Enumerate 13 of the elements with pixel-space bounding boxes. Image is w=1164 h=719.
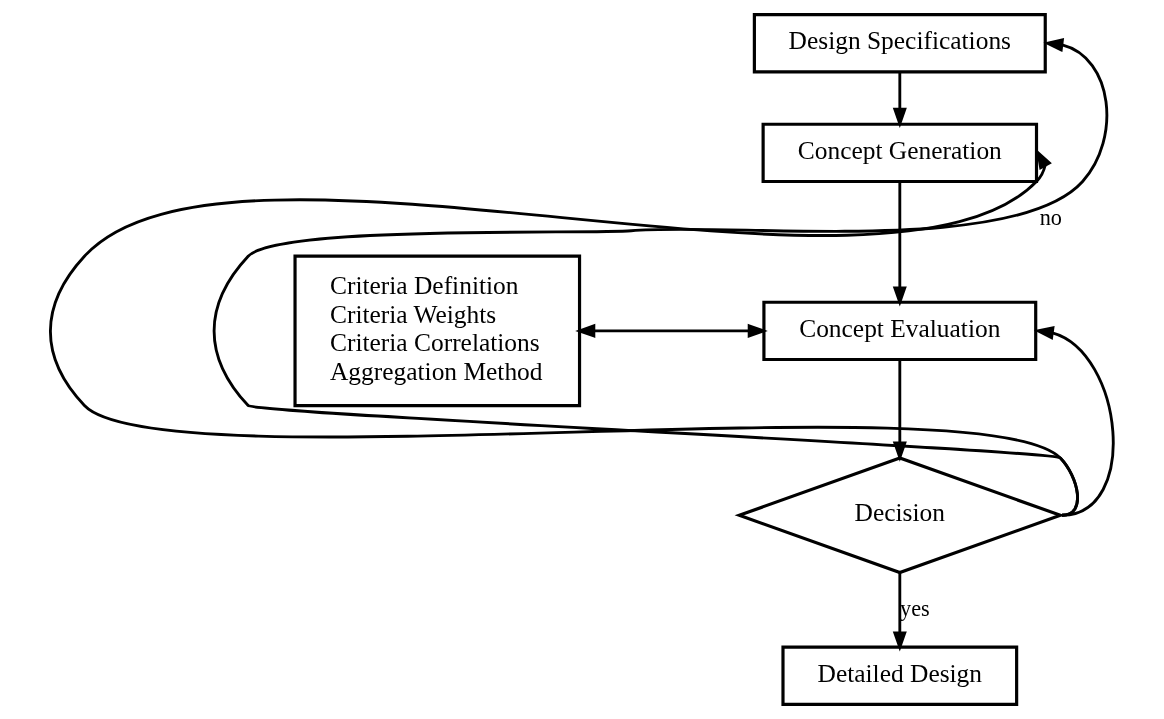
arrow — [575, 323, 768, 338]
arrow — [892, 181, 907, 307]
node-box: Criteria Definition Criteria Weights Criteria Correlations Aggregation Method — [293, 254, 582, 408]
arrow — [49, 149, 1079, 517]
node-box: Concept Generation — [761, 122, 1039, 184]
node-box: Detailed Design — [781, 645, 1019, 706]
node-box: Concept Evaluation — [762, 300, 1038, 362]
arrow — [892, 72, 907, 128]
arrow — [1033, 326, 1115, 517]
edge-label: no — [1039, 204, 1062, 230]
node-box: Design Specifications — [752, 13, 1047, 74]
arrow — [892, 572, 907, 652]
edge-label: yes — [900, 595, 930, 621]
